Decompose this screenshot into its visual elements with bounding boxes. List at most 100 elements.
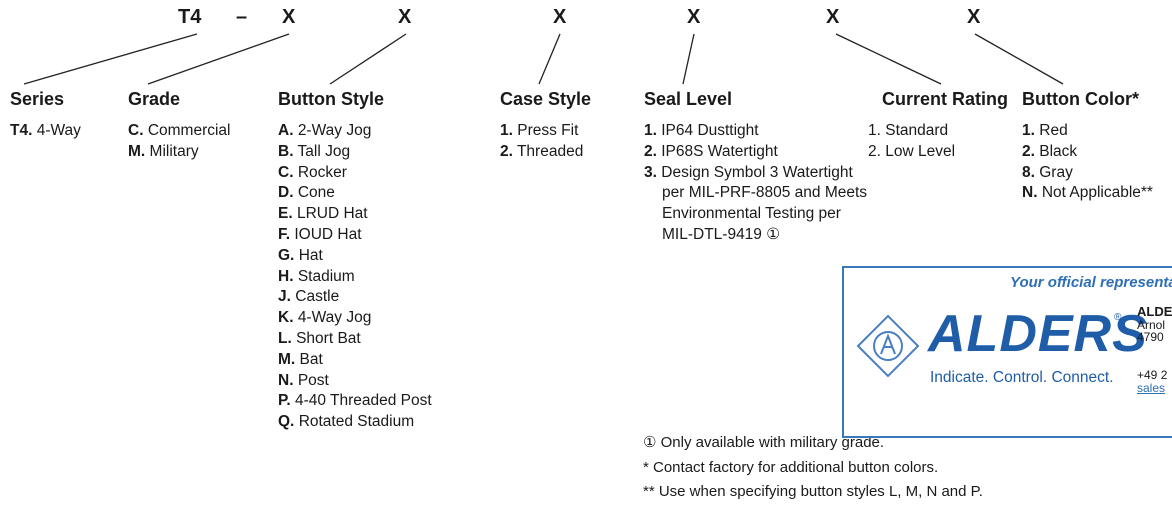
item-text: 2. Low Level bbox=[868, 142, 956, 160]
list-item: B. Tall Jog bbox=[278, 142, 432, 163]
heading-seal-level: Seal Level bbox=[644, 89, 733, 109]
item-text: Threaded bbox=[516, 142, 584, 160]
list-item: H. Stadium bbox=[278, 267, 432, 288]
item-code: 1. bbox=[644, 122, 657, 139]
item-code: 3. bbox=[644, 163, 657, 181]
item-text: LRUD Hat bbox=[296, 205, 368, 223]
item-text-continued: per MIL-PRF-8805 and Meets bbox=[662, 184, 868, 202]
representative-street: Arnol bbox=[1137, 318, 1166, 332]
list-item: 3. Design Symbol 3 Watertight bbox=[644, 163, 867, 184]
list-item: L. Short Bat bbox=[278, 329, 432, 350]
item-code: 1. bbox=[1022, 122, 1035, 139]
heading-current-rating: Current Rating bbox=[882, 89, 1008, 109]
connector-button-color bbox=[974, 33, 1064, 85]
item-text: Red bbox=[1039, 122, 1068, 139]
item-text: 4-Way bbox=[36, 122, 81, 139]
item-text: IP68S Watertight bbox=[661, 142, 778, 160]
item-text: Cone bbox=[297, 184, 335, 202]
item-text: Military bbox=[149, 142, 199, 160]
item-text: Commercial bbox=[147, 122, 231, 139]
item-code: 2. bbox=[500, 142, 513, 160]
list-item: 2. Black bbox=[1022, 142, 1153, 163]
item-code: 1. bbox=[500, 122, 513, 139]
representative-phone: +49 2 bbox=[1137, 368, 1168, 382]
item-text: IOUD Hat bbox=[294, 225, 362, 243]
list-item: C. Commercial bbox=[128, 121, 231, 142]
item-code: 8. bbox=[1022, 163, 1035, 181]
item-code: N. bbox=[1022, 184, 1038, 202]
item-code: A. bbox=[278, 122, 294, 139]
item-code: M. bbox=[128, 142, 146, 160]
representative-city: 4790 bbox=[1137, 330, 1164, 344]
code-series: T4 bbox=[178, 6, 202, 28]
heading-case-style: Case Style bbox=[500, 89, 592, 109]
item-code: G. bbox=[278, 246, 295, 264]
list-item: M. Military bbox=[128, 142, 231, 163]
list-current-rating: 1. Standard 2. Low Level bbox=[868, 121, 955, 163]
connector-current-rating bbox=[835, 33, 942, 85]
code-dash: – bbox=[236, 6, 248, 28]
alders-logo-icon bbox=[856, 314, 920, 378]
list-item: D. Cone bbox=[278, 183, 432, 204]
footnote-colors: * Contact factory for additional button … bbox=[643, 458, 939, 476]
item-code: H. bbox=[278, 267, 294, 285]
representative-title: Your official representative bbox=[1010, 274, 1172, 291]
list-item: K. 4-Way Jog bbox=[278, 308, 432, 329]
alders-tagline: Indicate. Control. Connect. bbox=[930, 369, 1114, 386]
item-text: Castle bbox=[295, 288, 340, 306]
list-item: G. Hat bbox=[278, 246, 432, 267]
code-button-style: X bbox=[398, 6, 412, 28]
heading-series: Series bbox=[10, 89, 65, 109]
item-text: Hat bbox=[298, 246, 323, 264]
item-code: 2. bbox=[644, 142, 657, 160]
item-code: F. bbox=[278, 225, 291, 243]
list-item: M. Bat bbox=[278, 350, 432, 371]
list-item: T4. 4-Way bbox=[10, 121, 81, 142]
item-code: 2. bbox=[1022, 142, 1035, 160]
alders-wordmark: ALDERS bbox=[928, 305, 1148, 363]
registered-mark: ® bbox=[1114, 312, 1122, 323]
heading-button-style: Button Style bbox=[278, 89, 384, 109]
list-item: P. 4-40 Threaded Post bbox=[278, 391, 432, 412]
list-item: 1. IP64 Dusttight bbox=[644, 121, 867, 142]
item-text: Stadium bbox=[297, 267, 355, 285]
item-text: Short Bat bbox=[296, 329, 361, 347]
list-item: 2. Threaded bbox=[500, 142, 583, 163]
item-text: Rotated Stadium bbox=[298, 413, 415, 431]
code-grade: X bbox=[282, 6, 296, 28]
item-text: Not Applicable** bbox=[1041, 184, 1153, 202]
item-text: 4-Way Jog bbox=[297, 309, 372, 327]
item-text: IP64 Dusttight bbox=[661, 122, 759, 139]
list-item: N. Not Applicable** bbox=[1022, 183, 1153, 204]
item-text: Bat bbox=[299, 350, 323, 368]
item-code: D. bbox=[278, 184, 294, 202]
list-item: Q. Rotated Stadium bbox=[278, 412, 432, 433]
representative-email-link[interactable]: sales bbox=[1137, 381, 1166, 395]
item-code: Q. bbox=[278, 413, 295, 431]
item-code: L. bbox=[278, 329, 292, 347]
list-item: E. LRUD Hat bbox=[278, 204, 432, 225]
item-text-continued: Environmental Testing per bbox=[662, 205, 841, 223]
item-text: Black bbox=[1039, 142, 1078, 160]
item-text: 4-40 Threaded Post bbox=[294, 392, 432, 410]
list-item: 1. Standard bbox=[868, 121, 955, 142]
list-item: C. Rocker bbox=[278, 163, 432, 184]
list-item: 2. IP68S Watertight bbox=[644, 142, 867, 163]
list-item: F. IOUD Hat bbox=[278, 225, 432, 246]
item-code: K. bbox=[278, 309, 294, 327]
item-text: 1. Standard bbox=[868, 122, 949, 139]
item-text: Press Fit bbox=[517, 122, 579, 139]
connector-grade bbox=[147, 33, 290, 85]
code-button-color: X bbox=[967, 6, 981, 28]
item-text: 2-Way Jog bbox=[297, 122, 372, 139]
representative-company: ALDERS bbox=[1137, 304, 1172, 319]
item-code: J. bbox=[278, 288, 291, 306]
item-code: T4. bbox=[10, 122, 33, 139]
item-code: E. bbox=[278, 205, 293, 223]
code-case-style: X bbox=[553, 6, 567, 28]
